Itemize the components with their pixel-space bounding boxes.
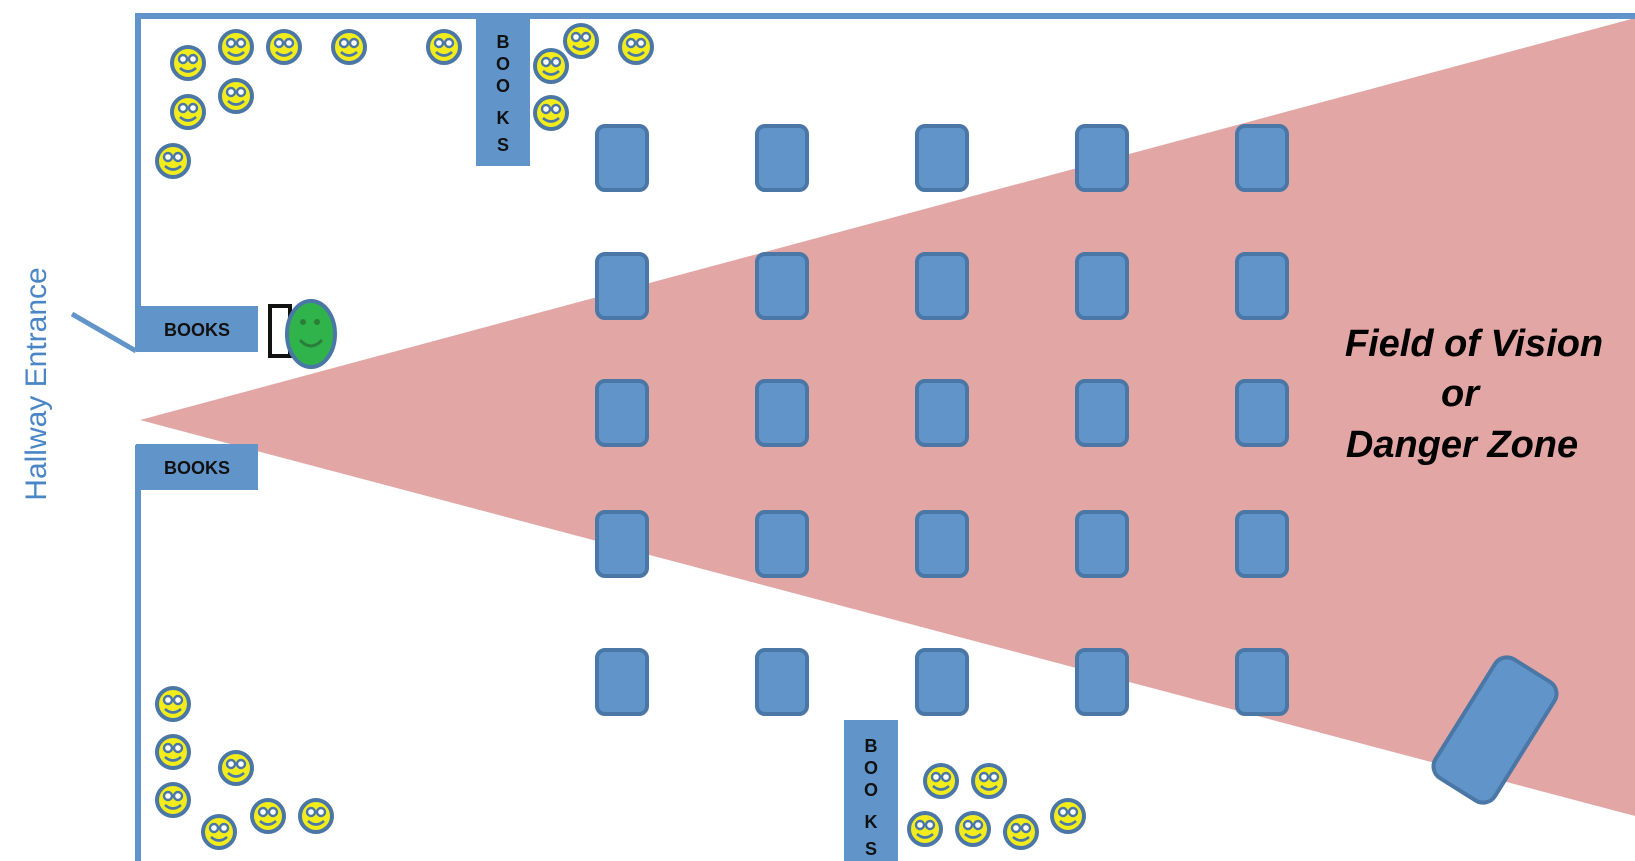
student-desk (755, 648, 809, 716)
student-smiley-icon (618, 29, 654, 65)
student-group (155, 23, 1086, 850)
student-smiley-icon (250, 798, 286, 834)
student-desk (1075, 252, 1129, 320)
student-smiley-icon (971, 763, 1007, 799)
student-smiley-icon (155, 734, 191, 770)
student-desk (915, 124, 969, 192)
student-smiley-icon (218, 78, 254, 114)
bookshelf-bottom-letter: O (864, 780, 878, 800)
hallway-entrance-label: Hallway Entrance (20, 267, 53, 500)
student-desk (915, 379, 969, 447)
student-desk (915, 510, 969, 578)
teacher-desk (1431, 655, 1559, 805)
student-smiley-icon (1050, 798, 1086, 834)
student-desk (595, 124, 649, 192)
desk-grid (595, 124, 1559, 805)
student-desk (755, 124, 809, 192)
student-desk (595, 510, 649, 578)
student-desk (1235, 510, 1289, 578)
bookshelf-top-letter: K (497, 108, 510, 128)
zone-label-line1: Field of Vision (1345, 323, 1603, 365)
student-smiley-icon (266, 29, 302, 65)
bookshelf-left-bottom-label: BOOKS (164, 458, 230, 478)
student-desk (595, 648, 649, 716)
bookshelf-left-bottom: BOOKS (136, 444, 258, 490)
student-desk (1235, 252, 1289, 320)
bookshelf-top-letter: O (496, 76, 510, 96)
student-desk (1075, 379, 1129, 447)
bookshelf-left-top-label: BOOKS (164, 320, 230, 340)
student-smiley-icon (155, 686, 191, 722)
student-desk (1235, 648, 1289, 716)
bookshelf-bottom-letter: B (865, 736, 878, 756)
student-smiley-icon (923, 763, 959, 799)
student-desk (1075, 648, 1129, 716)
bookshelf-left-top: BOOKS (136, 306, 258, 352)
bookshelf-bottom-letter: S (865, 839, 877, 859)
bookshelf-top-letter: S (497, 135, 509, 155)
student-desk (915, 252, 969, 320)
student-smiley-icon (563, 23, 599, 59)
student-smiley-icon (218, 29, 254, 65)
student-smiley-icon (155, 782, 191, 818)
student-smiley-icon (955, 811, 991, 847)
wall-top-left (135, 13, 1635, 351)
bookshelf-top: B O O K S (476, 18, 530, 166)
student-desk (595, 379, 649, 447)
room-walls (70, 13, 1635, 861)
door-icon (70, 311, 138, 354)
bookshelf-bottom-letter: O (864, 758, 878, 778)
student-desk (755, 252, 809, 320)
student-desk (1075, 510, 1129, 578)
student-desk (1235, 124, 1289, 192)
student-smiley-icon (907, 811, 943, 847)
zone-label-line2: or (1441, 373, 1481, 415)
student-smiley-icon (170, 94, 206, 130)
bookshelf-top-letter: B (497, 32, 510, 52)
student-smiley-icon (218, 750, 254, 786)
student-smiley-icon (155, 143, 191, 179)
student-desk (1235, 379, 1289, 447)
student-smiley-icon (201, 814, 237, 850)
student-desk (755, 510, 809, 578)
student-smiley-icon (1003, 814, 1039, 850)
student-desk (915, 648, 969, 716)
bookshelf-bottom: B O O K S (844, 720, 898, 861)
student-desk (1075, 124, 1129, 192)
student-smiley-icon (170, 45, 206, 81)
bookshelf-bottom-letter: K (865, 812, 878, 832)
student-smiley-icon (298, 798, 334, 834)
zone-label: Field of Vision or Danger Zone (1345, 323, 1603, 466)
student-smiley-icon (331, 29, 367, 65)
student-smiley-icon (426, 29, 462, 65)
student-smiley-icon (533, 48, 569, 84)
field-of-vision-zone (140, 18, 1635, 816)
teacher-smiley-icon (268, 299, 337, 369)
student-smiley-icon (533, 95, 569, 131)
zone-label-line3: Danger Zone (1346, 424, 1578, 466)
bookshelf-top-letter: O (496, 54, 510, 74)
student-desk (595, 252, 649, 320)
student-desk (755, 379, 809, 447)
